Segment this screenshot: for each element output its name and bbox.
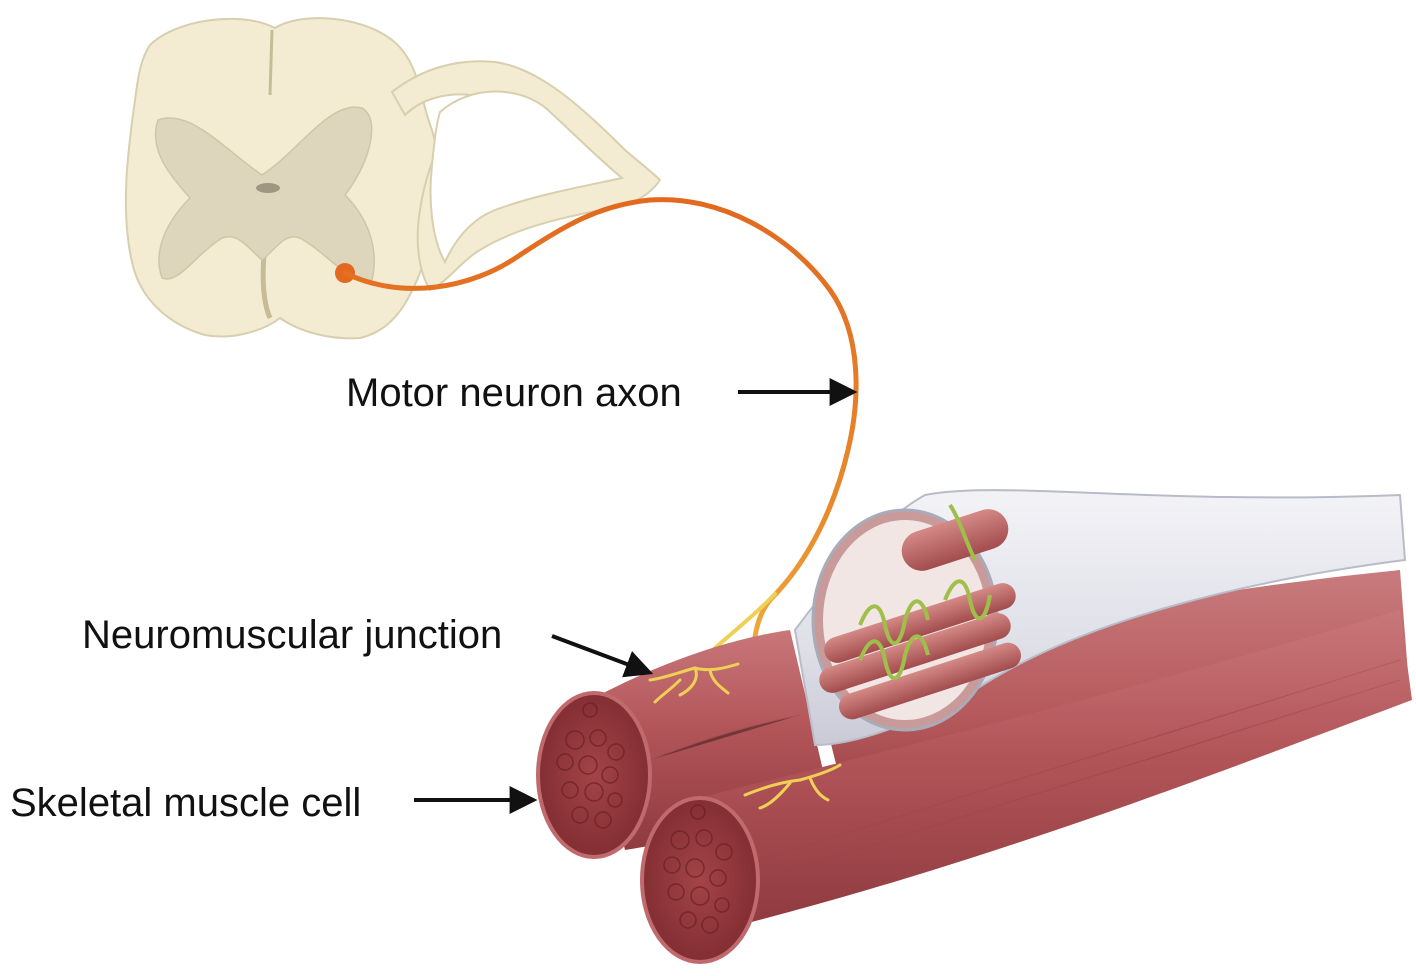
skeletal-muscle-fibers xyxy=(538,490,1412,962)
spinal-cord-cross-section xyxy=(126,18,660,338)
arrow-neuromuscular-junction xyxy=(552,636,648,672)
label-motor-neuron-axon: Motor neuron axon xyxy=(346,373,682,413)
label-skeletal-muscle-cell: Skeletal muscle cell xyxy=(10,783,361,823)
label-neuromuscular-junction: Neuromuscular junction xyxy=(82,615,502,655)
